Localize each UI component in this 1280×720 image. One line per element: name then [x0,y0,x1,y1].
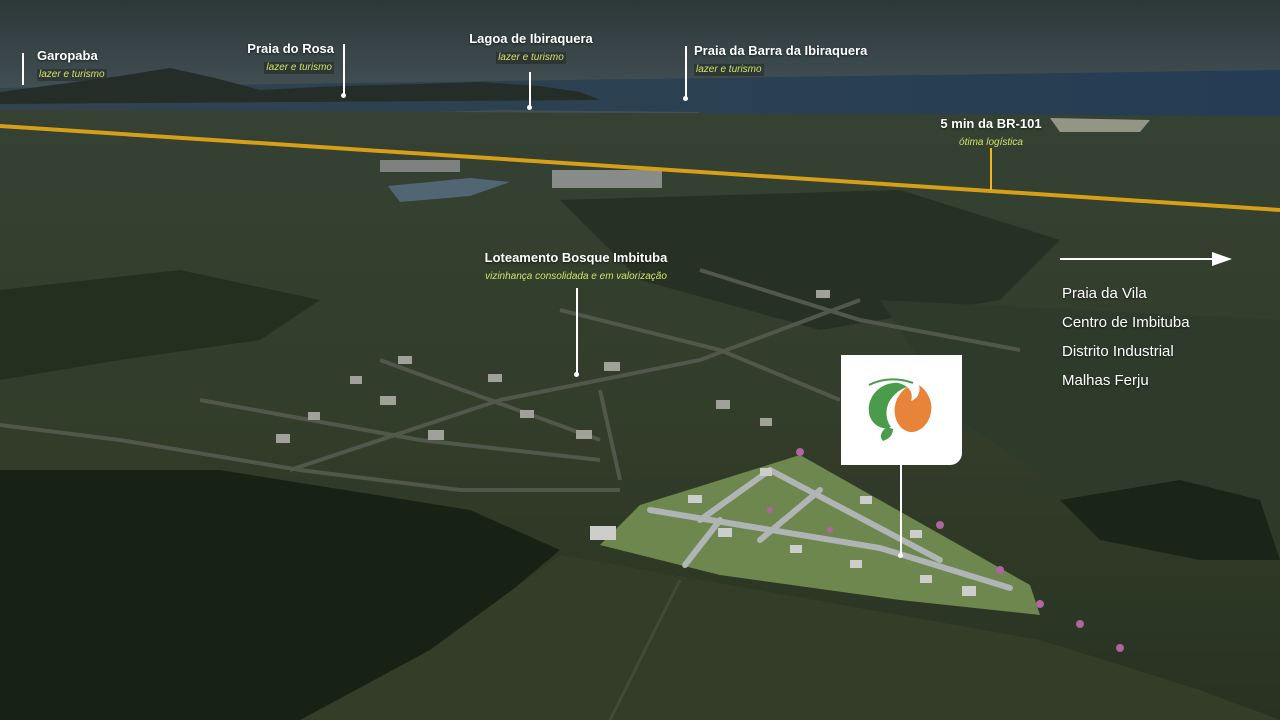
label-loteamento: Loteamento Bosque Imbituba vizinhança co… [466,250,686,284]
highway-line [0,124,1280,212]
pin-line-garopaba [22,53,24,85]
subdivision-houses [590,468,976,596]
label-title: Garopaba [37,48,98,63]
sea [0,70,1280,118]
vegetation-patch [0,270,320,380]
pin-dot-logo [898,553,903,558]
label-lagoa-ibiraquera: Lagoa de Ibiraquera lazer e turismo [446,31,616,65]
pin-line-loteamento [576,288,578,374]
destination-item: Centro de Imbituba [1062,314,1190,331]
label-subtitle: lazer e turismo [264,62,334,74]
dirt-track [608,579,682,720]
leaf-logo-icon [868,378,932,441]
label-title: Praia da Barra da Ibiraquera [694,43,868,58]
neighborhood-roads [0,268,1021,492]
pin-dot-loteamento [574,372,579,377]
arrow-right-icon [1060,252,1232,266]
label-praia-barra-ibiraquera: Praia da Barra da Ibiraquera lazer e tur… [694,43,867,77]
warehouse [552,170,662,188]
field [300,555,1280,720]
warehouse [380,160,460,172]
pin-line-logo [900,465,902,555]
destination-item: Malhas Ferju [1062,372,1149,389]
label-subtitle: lazer e turismo [496,52,566,64]
label-subtitle: lazer e turismo [694,64,764,76]
pin-dot-lagoa [527,105,532,110]
pin-line-praia-do-rosa [343,44,345,95]
label-title: 5 min da BR-101 [940,116,1042,131]
pin-line-praia-barra [685,46,687,98]
pond [388,178,510,202]
distant-hills [0,68,600,104]
label-subtitle: ótima logística [959,137,1023,148]
label-br101: 5 min da BR-101 ótima logística [926,116,1056,150]
label-subtitle: vizinhança consolidada e em valorização [485,271,667,282]
flowering-trees [767,448,1124,652]
dunes [1050,118,1150,132]
logo-card [841,355,962,465]
pin-dot-praia-barra [683,96,688,101]
vegetation-patch [880,300,1280,520]
destination-item: Praia da Vila [1062,285,1147,302]
destination-list: Praia da Vila Centro de Imbituba Distrit… [1062,279,1190,395]
label-garopaba: Garopaba lazer e turismo [37,48,107,82]
forest [1060,480,1280,560]
pin-line-lagoa [529,72,531,107]
pin-line-br101 [990,148,992,190]
label-title: Loteamento Bosque Imbituba [484,250,668,265]
label-title: Praia do Rosa [247,41,334,56]
destination-item: Distrito Industrial [1062,343,1174,360]
vegetation-patch [560,190,1060,330]
label-praia-do-rosa: Praia do Rosa lazer e turismo [226,41,334,75]
label-title: Lagoa de Ibiraquera [469,31,593,46]
pin-dot-praia-do-rosa [341,93,346,98]
houses [276,290,830,443]
label-subtitle: lazer e turismo [37,69,107,81]
